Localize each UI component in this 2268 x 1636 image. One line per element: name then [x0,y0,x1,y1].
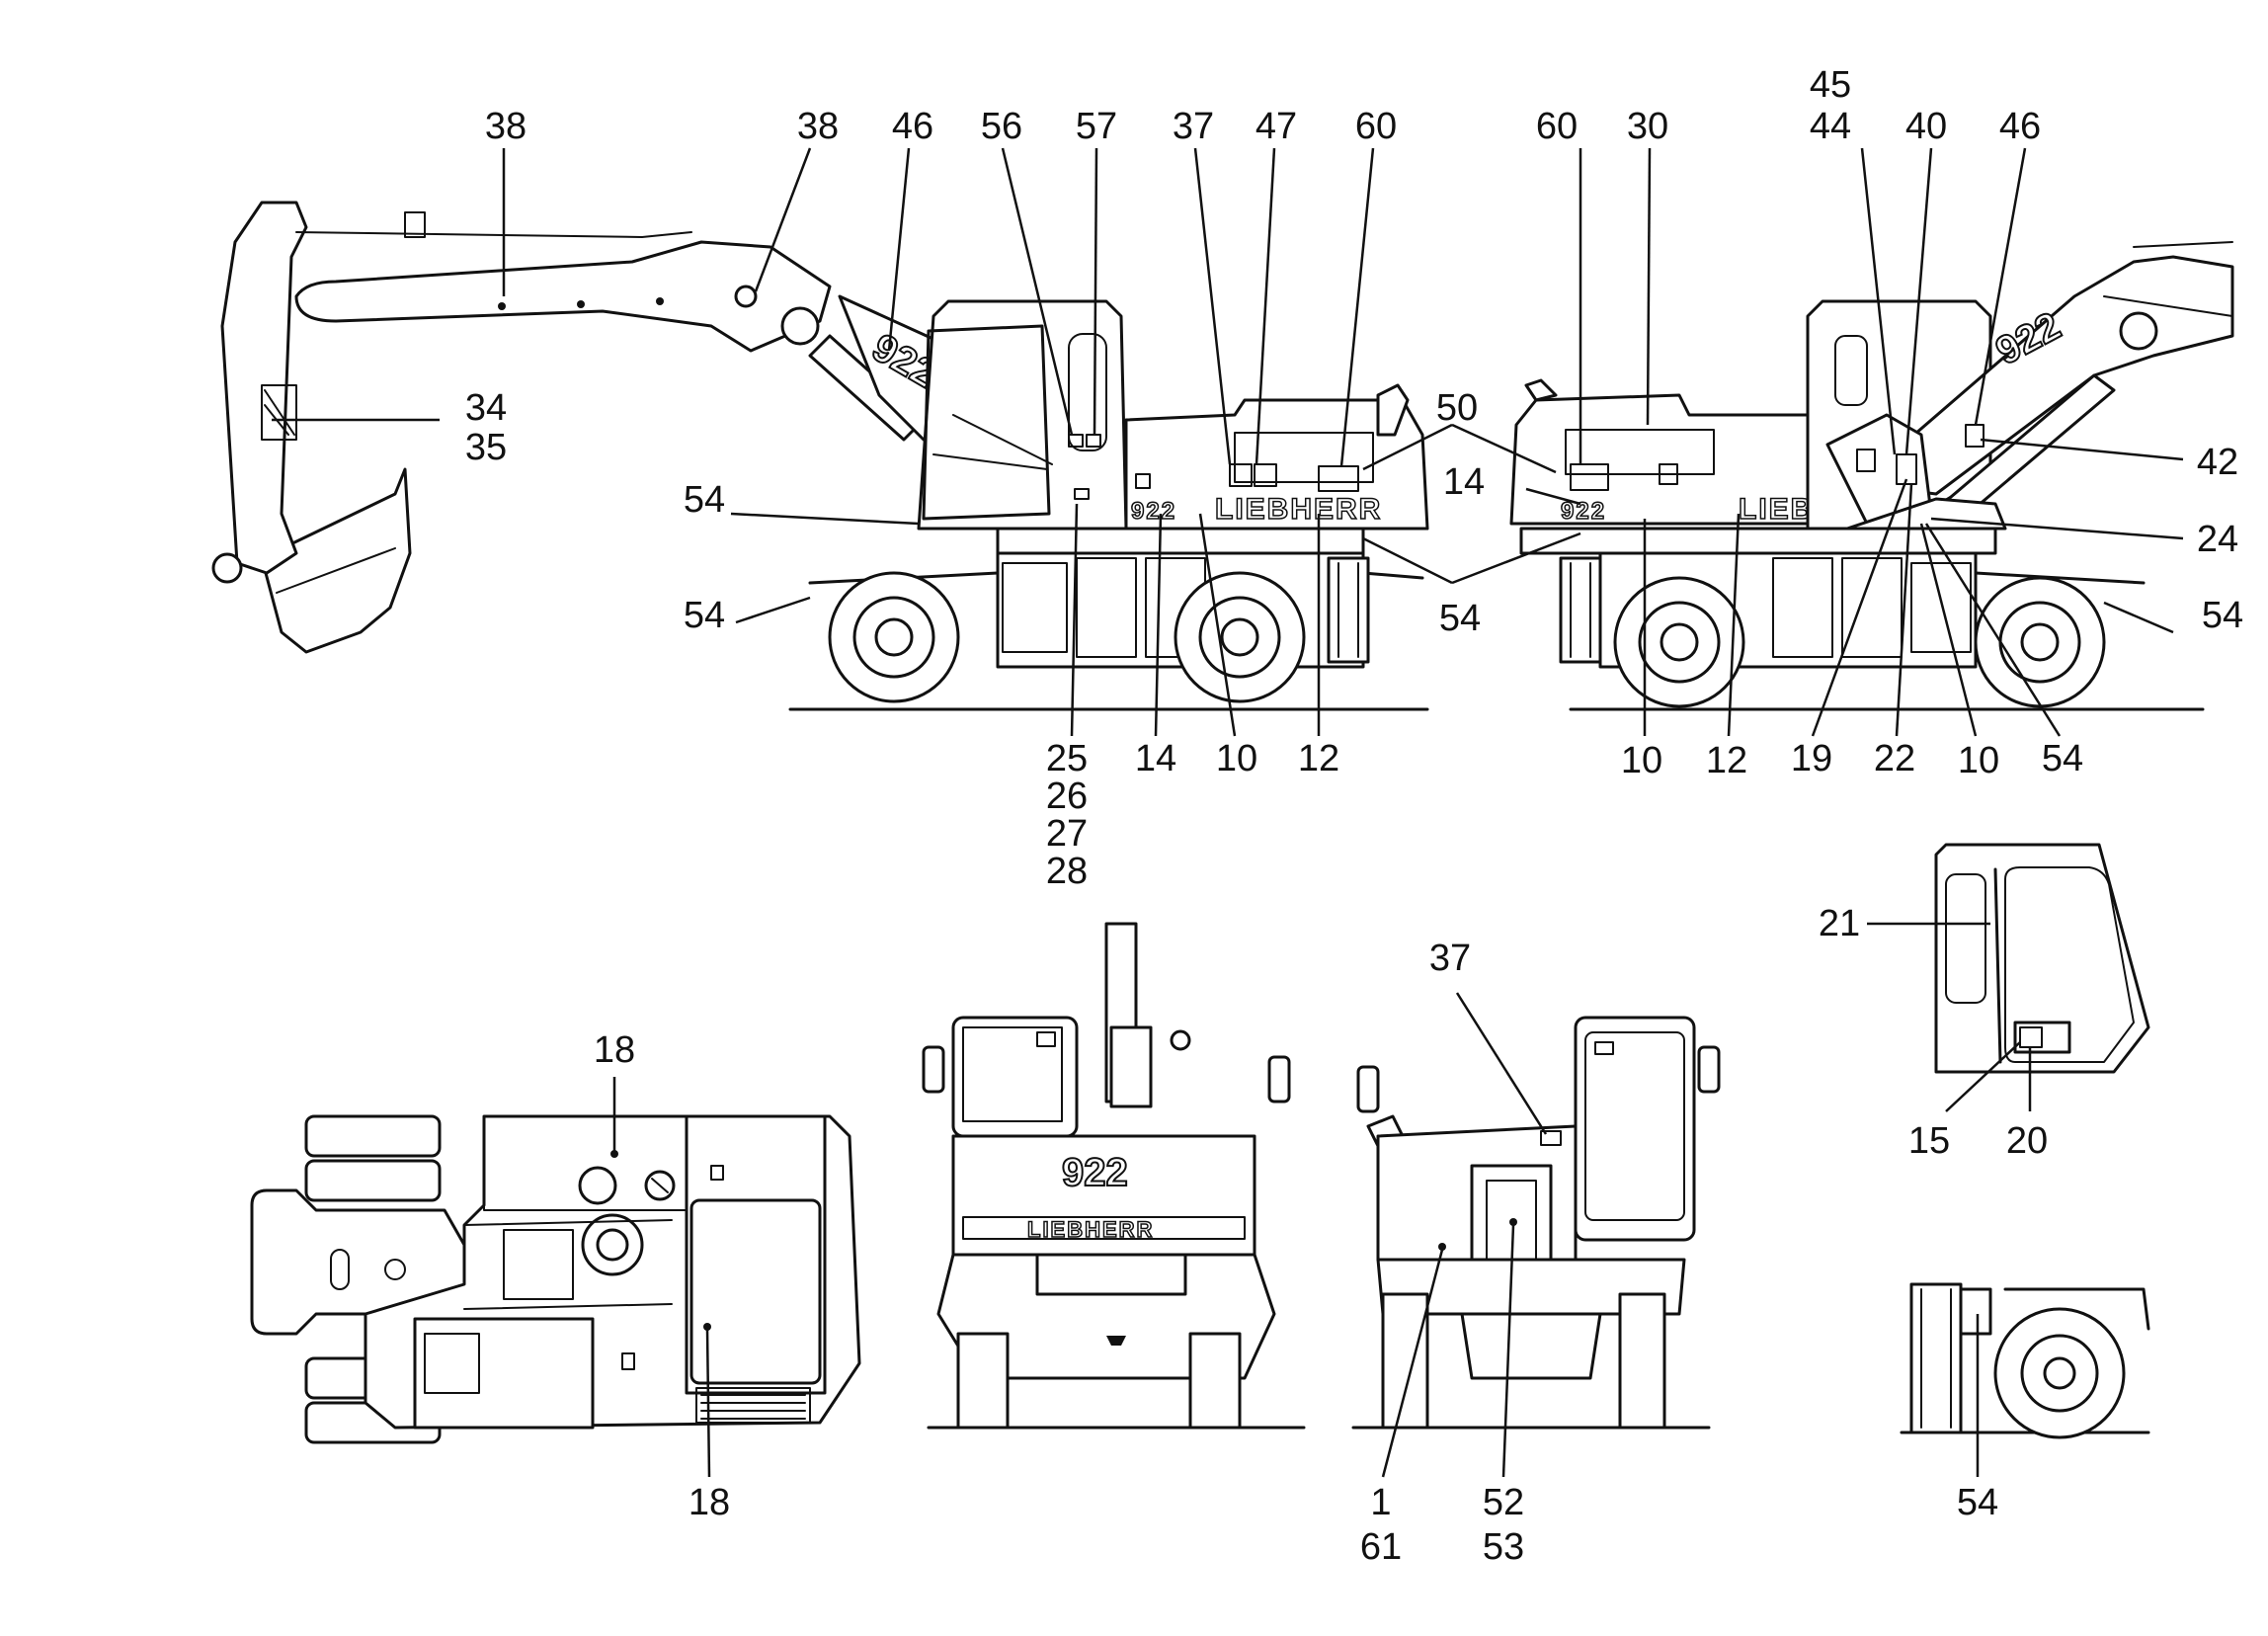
excavator-left-side-view: 922 LIEBHERR 922 [211,201,1429,711]
callout-52: 52 [1483,1482,1524,1523]
svg-text:922: 922 [1561,498,1606,525]
callout-54: 54 [1439,598,1481,639]
callout-22: 22 [1874,738,1915,779]
callout-20: 20 [2006,1120,2048,1162]
callout-14: 14 [1135,738,1176,779]
callout-27: 27 [1046,813,1088,855]
callout-54: 54 [684,479,725,521]
callout-50: 50 [1436,387,1478,429]
boom [294,240,832,353]
callout-54: 54 [2042,738,2083,779]
callout-38: 38 [797,106,839,147]
callout-26: 26 [1046,776,1088,817]
callout-labels: 38 38 46 56 57 37 47 60 60 30 45 44 40 4… [465,64,2243,1568]
callout-37: 37 [1173,106,1214,147]
callout-35: 35 [465,427,507,468]
svg-text:922: 922 [1131,498,1176,525]
callout-60: 60 [1536,106,1578,147]
svg-text:LIEBHERR: LIEBHERR [1215,493,1382,526]
callout-30: 30 [1627,106,1668,147]
callout-60: 60 [1355,106,1397,147]
callout-61: 61 [1360,1526,1402,1568]
excavator-front-view: 922 LIEBHERR [922,922,1306,1430]
callout-44: 44 [1810,106,1851,147]
callout-53: 53 [1483,1526,1524,1568]
callout-12: 12 [1298,738,1339,779]
callout-15: 15 [1908,1120,1950,1162]
callout-37: 37 [1429,938,1471,979]
callout-54: 54 [2202,595,2243,636]
callout-47: 47 [1256,106,1297,147]
callout-38: 38 [485,106,526,147]
excavator-top-view [250,1114,861,1444]
callout-10: 10 [1621,740,1662,781]
svg-text:922: 922 [1062,1151,1128,1194]
callout-42: 42 [2197,442,2238,483]
callout-46: 46 [892,106,933,147]
callout-46: 46 [1999,106,2041,147]
callout-54: 54 [684,595,725,636]
callout-14: 14 [1443,461,1485,503]
callout-19: 19 [1791,738,1832,779]
svg-text:LIEBHERR: LIEBHERR [1027,1217,1154,1242]
callout-10: 10 [1216,738,1257,779]
callout-40: 40 [1905,106,1947,147]
callout-21: 21 [1819,903,1860,944]
leader-lines [272,147,2184,1478]
callout-28: 28 [1046,851,1088,892]
callout-56: 56 [981,106,1022,147]
callout-12: 12 [1706,740,1747,781]
wheel-detail-view [1900,1282,2150,1439]
bucket [260,467,412,654]
excavator-right-side-view: LIEBHERR 922 922 [1509,241,2234,711]
callout-10: 10 [1958,740,1999,781]
callout-54: 54 [1957,1482,1998,1523]
callout-45: 45 [1810,64,1851,106]
arm-stick [220,201,308,575]
callout-18: 18 [594,1029,635,1071]
callout-57: 57 [1076,106,1117,147]
excavator-rear-view [1351,1016,1721,1430]
callout-24: 24 [2197,519,2238,560]
cab-detail-view [1934,843,2150,1074]
callout-34: 34 [465,387,507,429]
callout-25: 25 [1046,738,1088,779]
callout-18: 18 [688,1482,730,1523]
callout-1: 1 [1370,1482,1391,1523]
